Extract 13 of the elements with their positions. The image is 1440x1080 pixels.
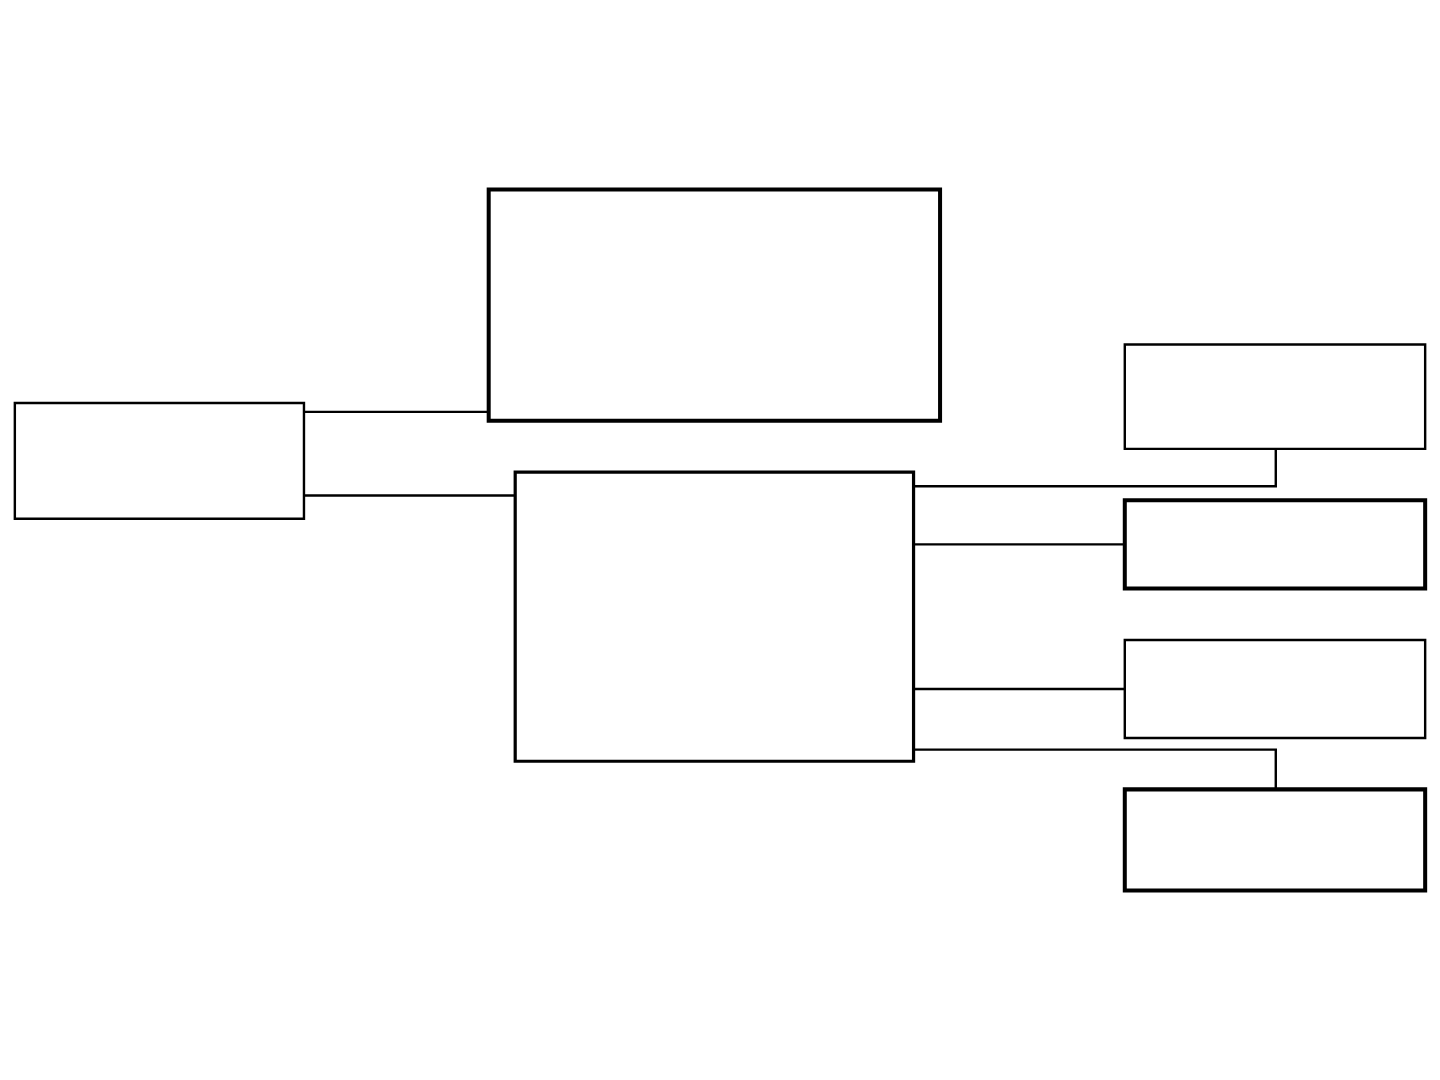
node-box: [1123, 343, 1427, 451]
node-box: [1122, 498, 1428, 591]
node-box: [1122, 787, 1428, 893]
connector: [913, 543, 1125, 546]
connector: [304, 494, 515, 497]
node-box: [1123, 638, 1427, 740]
node-box: [513, 470, 916, 763]
connector: [304, 410, 489, 414]
connector: [913, 449, 1277, 488]
node-box: [486, 187, 943, 423]
connector: [913, 748, 1277, 789]
connector: [913, 687, 1125, 691]
node-box: [13, 401, 306, 520]
